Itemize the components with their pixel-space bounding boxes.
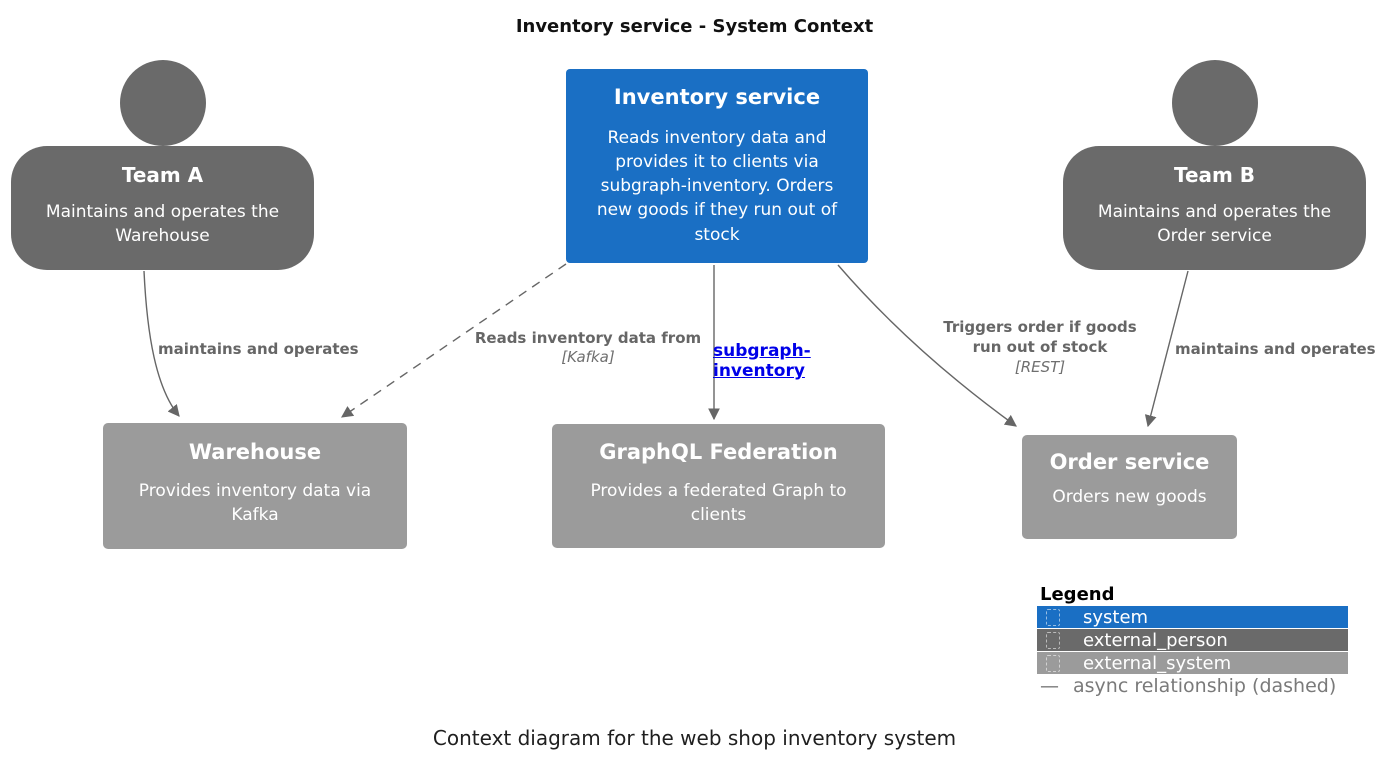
edge-label-text: Reads inventory data from (474, 329, 702, 347)
edge-label-team-b-order: maintains and operates (1175, 340, 1376, 358)
legend-label: external_person (1083, 629, 1228, 651)
node-warehouse: Warehouse Provides inventory data via Ka… (103, 423, 407, 549)
edge-technology: [Kafka] (561, 348, 615, 366)
person-head-icon (119, 60, 206, 146)
node-title: Team B (1173, 163, 1256, 187)
edge-team-b-order (1144, 270, 1189, 428)
legend-swatch-icon (1046, 654, 1060, 672)
subgraph-inventory-link[interactable]: subgraph-inventory (713, 341, 811, 381)
legend-swatch-icon (1046, 608, 1060, 626)
legend-label: external_system (1083, 652, 1232, 674)
node-team-a-body: Team A Maintains and operates the Wareho… (11, 146, 314, 270)
legend-heading: Legend (1040, 584, 1115, 605)
diagram-caption: Context diagram for the web shop invento… (432, 726, 957, 750)
legend-label: system (1083, 606, 1149, 628)
legend-async-note: — async relationship (dashed) (1040, 675, 1336, 697)
edge-label-inventory-graphql: subgraph-inventory (713, 341, 893, 381)
node-description: Maintains and operates the Order service (1097, 202, 1332, 247)
node-team-b: Team B Maintains and operates the Order … (1063, 60, 1366, 270)
edge-team-a-warehouse (143, 270, 180, 417)
node-title: Order service (1049, 450, 1210, 474)
node-title: GraphQL Federation (599, 440, 838, 464)
edge-label-text: Triggers order if goods run out of stock (943, 318, 1137, 356)
edge-label-inventory-warehouse: Reads inventory data from [Kafka] (463, 329, 713, 367)
legend-row-external-system: external_system (1037, 652, 1348, 674)
node-description: Provides inventory data via Kafka (138, 481, 372, 526)
edge-inventory-warehouse-dashed (341, 263, 567, 418)
dashed-line-icon: — (1040, 675, 1059, 697)
edge-label-team-a-warehouse: maintains and operates (158, 340, 359, 358)
node-description: Orders new goods (1052, 487, 1207, 507)
node-description: Maintains and operates the Warehouse (45, 202, 280, 247)
legend: system external_person external_system (1037, 606, 1348, 675)
node-title: Warehouse (188, 440, 322, 464)
diagram-title: Inventory service - System Context (515, 16, 874, 37)
node-title: Team A (121, 163, 204, 187)
node-title: Inventory service (613, 85, 821, 109)
node-inventory-service: Inventory service Reads inventory data a… (566, 69, 868, 263)
edge-inventory-order (837, 264, 1017, 427)
legend-note-text: async relationship (dashed) (1073, 675, 1337, 697)
legend-swatch-icon (1046, 631, 1060, 649)
node-description: Provides a federated Graph to clients (590, 481, 847, 526)
node-description: Reads inventory data and provides it to … (596, 128, 838, 245)
edge-label-inventory-order: Triggers order if goods run out of stock… (933, 317, 1147, 377)
node-team-b-body: Team B Maintains and operates the Order … (1063, 146, 1366, 270)
node-team-a: Team A Maintains and operates the Wareho… (11, 60, 314, 270)
person-head-icon (1171, 60, 1258, 146)
legend-row-system: system (1037, 606, 1348, 628)
edge-technology: [REST] (1014, 358, 1066, 376)
node-order-service: Order service Orders new goods (1022, 435, 1237, 539)
node-graphql-federation: GraphQL Federation Provides a federated … (552, 424, 885, 548)
legend-row-external-person: external_person (1037, 629, 1348, 651)
